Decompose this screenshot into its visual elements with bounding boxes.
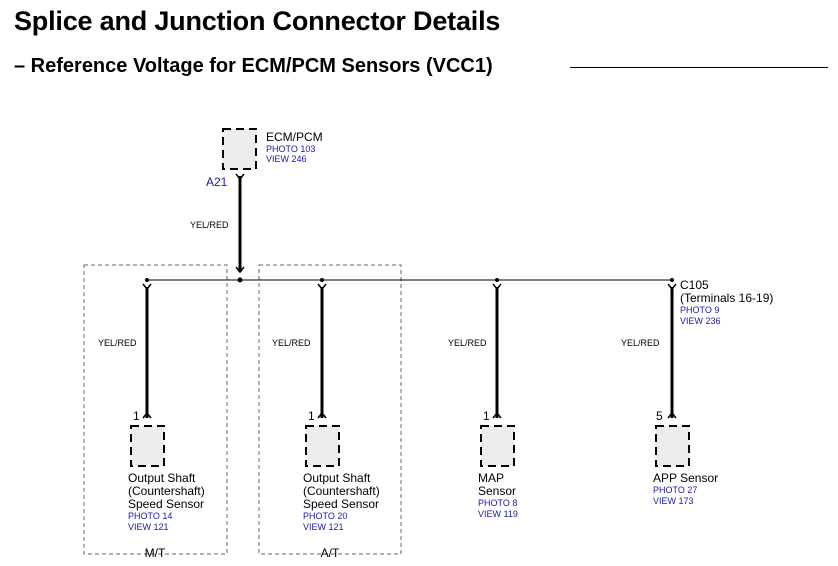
- sensor-connector-4[interactable]: [655, 425, 690, 467]
- branch-2-view-link[interactable]: VIEW 121: [303, 522, 344, 532]
- branch-1-pin: 1: [133, 409, 140, 423]
- branch-4-wire-color: YEL/RED: [621, 338, 660, 348]
- branch-3-photo-link[interactable]: PHOTO 8: [478, 498, 517, 508]
- junction-name: C105: [680, 278, 709, 292]
- branch-3-name-line1: MAP: [478, 471, 504, 485]
- bus-node-2: [320, 278, 324, 282]
- branch-4: [655, 283, 690, 467]
- branch-4-name-line1: APP Sensor: [653, 471, 718, 485]
- sensor-connector-1[interactable]: [130, 425, 165, 467]
- splice-point: [237, 277, 243, 283]
- branch-3-name-line2: Sensor: [478, 484, 516, 498]
- bus-node-3: [495, 278, 499, 282]
- junction-photo-link[interactable]: PHOTO 9: [680, 305, 719, 315]
- branch-1-photo-link[interactable]: PHOTO 14: [128, 511, 172, 521]
- ecm-view-link[interactable]: VIEW 246: [266, 154, 307, 164]
- branch-2-photo-link[interactable]: PHOTO 20: [303, 511, 347, 521]
- branch-3-wire-color: YEL/RED: [448, 338, 487, 348]
- branch-2-pin: 1: [308, 409, 315, 423]
- branch-4-pin: 5: [656, 409, 663, 423]
- ecm-wire-connector-end: [235, 266, 245, 274]
- branch-1-name-line1: Output Shaft: [128, 471, 196, 485]
- junction-view-link[interactable]: VIEW 236: [680, 316, 721, 326]
- branch-2-name-line1: Output Shaft: [303, 471, 371, 485]
- branch-2-name-line2: (Countershaft): [303, 484, 380, 498]
- ecm-pcm-connector[interactable]: [222, 128, 257, 170]
- ecm-label: ECM/PCM: [266, 130, 323, 144]
- mt-group-box: [83, 264, 228, 555]
- branch-3-view-link[interactable]: VIEW 119: [478, 509, 518, 519]
- bus-node-1: [145, 278, 149, 282]
- at-group-label: A/T: [321, 546, 340, 560]
- branch-1-name-line2: (Countershaft): [128, 484, 205, 498]
- branch-1-view-link[interactable]: VIEW 121: [128, 522, 169, 532]
- ecm-wire-color: YEL/RED: [190, 220, 229, 230]
- sensor-connector-2[interactable]: [305, 425, 340, 467]
- ecm-terminal-label: A21: [206, 175, 228, 189]
- branch-1-name-line3: Speed Sensor: [128, 497, 204, 511]
- at-group-box: [258, 264, 402, 555]
- branch-2: [305, 283, 340, 467]
- branch-1-wire-color: YEL/RED: [98, 338, 137, 348]
- junction-terminals: (Terminals 16-19): [680, 291, 773, 305]
- branch-1: [130, 283, 165, 467]
- page-subtitle: – Reference Voltage for ECM/PCM Sensors …: [14, 55, 493, 77]
- branch-2-name-line3: Speed Sensor: [303, 497, 379, 511]
- bus-node-4: [670, 278, 674, 282]
- ecm-photo-link[interactable]: PHOTO 103: [266, 144, 315, 154]
- page-title: Splice and Junction Connector Details: [14, 6, 501, 36]
- branch-4-photo-link[interactable]: PHOTO 27: [653, 485, 697, 495]
- branch-2-wire-color: YEL/RED: [272, 338, 311, 348]
- branch-3: [480, 283, 515, 467]
- sensor-connector-3[interactable]: [480, 425, 515, 467]
- subtitle-rule: [570, 67, 828, 68]
- branch-4-view-link[interactable]: VIEW 173: [653, 496, 694, 506]
- branch-3-pin: 1: [483, 409, 490, 423]
- mt-group-label: M/T: [145, 546, 166, 560]
